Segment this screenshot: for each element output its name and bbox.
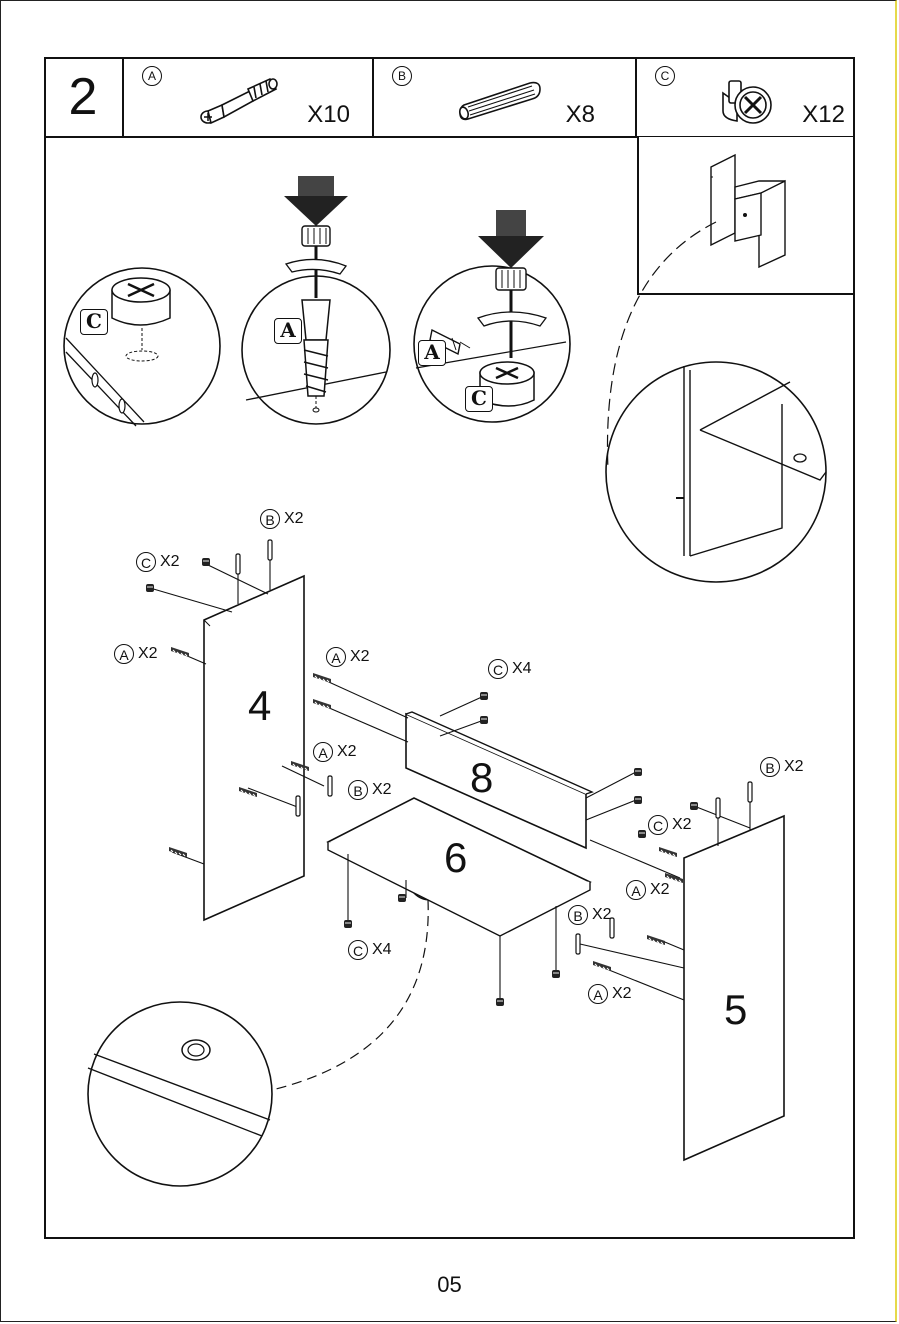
callout-qty: X2 [160, 552, 180, 572]
detail-tag: C [465, 386, 493, 412]
detail-tag: A [418, 340, 446, 366]
panel-number-back: 8 [470, 754, 493, 802]
detail-tag: C [80, 309, 108, 335]
panel-number-shelf: 6 [444, 834, 467, 882]
callout-letter: A [326, 647, 346, 667]
callout-letter: A [626, 880, 646, 900]
callout-letter: B [260, 509, 280, 529]
callout-qty: X2 [350, 647, 370, 667]
detail-circle-shelf-lock [88, 1002, 272, 1186]
callout-letter: C [348, 940, 368, 960]
callout-qty: X2 [672, 815, 692, 835]
panel-number-left: 4 [248, 682, 271, 730]
callout-letter: B [348, 780, 368, 800]
callout-letter: C [136, 552, 156, 572]
callout-qty: X2 [372, 780, 392, 800]
detail-circle-bolt-insert [242, 276, 390, 424]
detail-circle-joint [606, 362, 826, 582]
panel-number-right: 5 [724, 986, 747, 1034]
callout-letter: A [588, 984, 608, 1004]
detail-circle-cam-insert [64, 268, 220, 426]
callout-qty: X4 [372, 940, 392, 960]
side-panel-left [204, 576, 304, 920]
callout-letter: A [114, 644, 134, 664]
callout-qty: X2 [138, 644, 158, 664]
callout-qty: X2 [284, 509, 304, 529]
callout-letter: C [488, 659, 508, 679]
callout-letter: A [313, 742, 333, 762]
callout-letter: B [760, 757, 780, 777]
callout-letter: C [648, 815, 668, 835]
callout-qty: X2 [337, 742, 357, 762]
callout-qty: X2 [592, 905, 612, 925]
callout-qty: X2 [612, 984, 632, 1004]
detail-tag: A [274, 318, 302, 344]
callout-qty: X2 [650, 880, 670, 900]
callout-qty: X2 [784, 757, 804, 777]
callout-qty: X4 [512, 659, 532, 679]
callout-letter: B [568, 905, 588, 925]
page-number: 05 [0, 1272, 899, 1298]
